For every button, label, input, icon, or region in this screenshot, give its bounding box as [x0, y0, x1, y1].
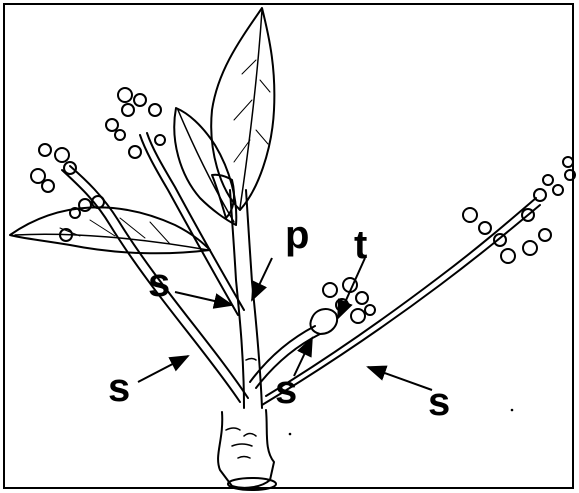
- label-s-short: s: [275, 370, 297, 410]
- leaf-left: [10, 207, 210, 253]
- label-s-outer: s: [108, 368, 130, 408]
- main-stem-base: [218, 410, 276, 490]
- arrow-s-right: [368, 367, 432, 390]
- arrow-s-inner: [175, 292, 232, 305]
- speck: [289, 433, 292, 436]
- flower-cluster-right: [463, 157, 575, 263]
- label-s-inner: s: [148, 263, 170, 303]
- label-p: p: [285, 215, 309, 255]
- leaf-upper: [211, 8, 274, 210]
- arrow-s-outer: [138, 356, 188, 382]
- flower-cluster-left: [31, 144, 104, 241]
- leaf-middle: [174, 108, 236, 225]
- label-t: t: [354, 225, 367, 265]
- primary-axis: [230, 190, 262, 408]
- label-s-right: s: [428, 382, 450, 422]
- speck: [511, 409, 514, 412]
- flower-cluster-top: [106, 88, 165, 158]
- arrow-p: [252, 258, 272, 300]
